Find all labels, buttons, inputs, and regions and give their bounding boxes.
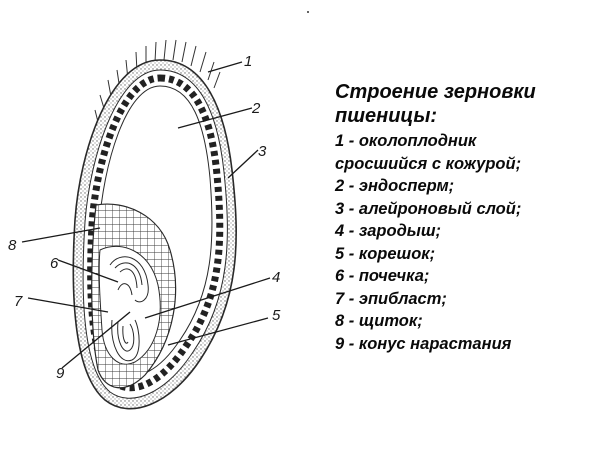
legend: Строение зерновки пшеницы: 1 - околоплод… [335, 80, 597, 355]
label-8: 8 [8, 237, 17, 254]
label-3: 3 [258, 143, 267, 160]
label-7: 7 [14, 293, 23, 310]
legend-item-3: 3 - алейроновый слой; [335, 199, 522, 218]
legend-title: Строение зерновки пшеницы: [335, 80, 597, 128]
legend-item-9: 9 - конус нарастания [335, 334, 512, 353]
legend-item-7: 7 - эпибласт; [335, 289, 447, 308]
label-1: 1 [244, 53, 252, 70]
embryo [98, 245, 161, 365]
plumule [109, 256, 149, 303]
label-4: 4 [272, 269, 280, 286]
legend-item-6: 6 - почечка; [335, 267, 430, 285]
legend-title-line-2: пшеницы: [335, 105, 438, 127]
legend-item-8: 8 - щиток; [335, 312, 423, 330]
label-6: 6 [50, 255, 59, 272]
legend-item-1-continued: сросшийся с кожурой; [335, 154, 522, 173]
leader-lines [21, 61, 271, 369]
legend-item-4: 4 - зародыш; [335, 222, 442, 240]
label-9: 9 [56, 365, 65, 382]
label-5: 5 [272, 307, 281, 324]
aleurone-layer [113, 74, 224, 392]
legend-item-5: 5 - корешок; [335, 244, 436, 263]
legend-item-1: 1 - околоплодник [335, 132, 477, 150]
radicle [111, 319, 140, 362]
label-2: 2 [251, 100, 261, 117]
legend-title-line-1: Строение зерновки [335, 81, 536, 103]
legend-item-2: 2 - эндосперм; [335, 177, 455, 195]
speck [307, 11, 309, 13]
wheat-grain-diagram: 1 2 3 4 5 6 7 8 9 [8, 11, 309, 410]
